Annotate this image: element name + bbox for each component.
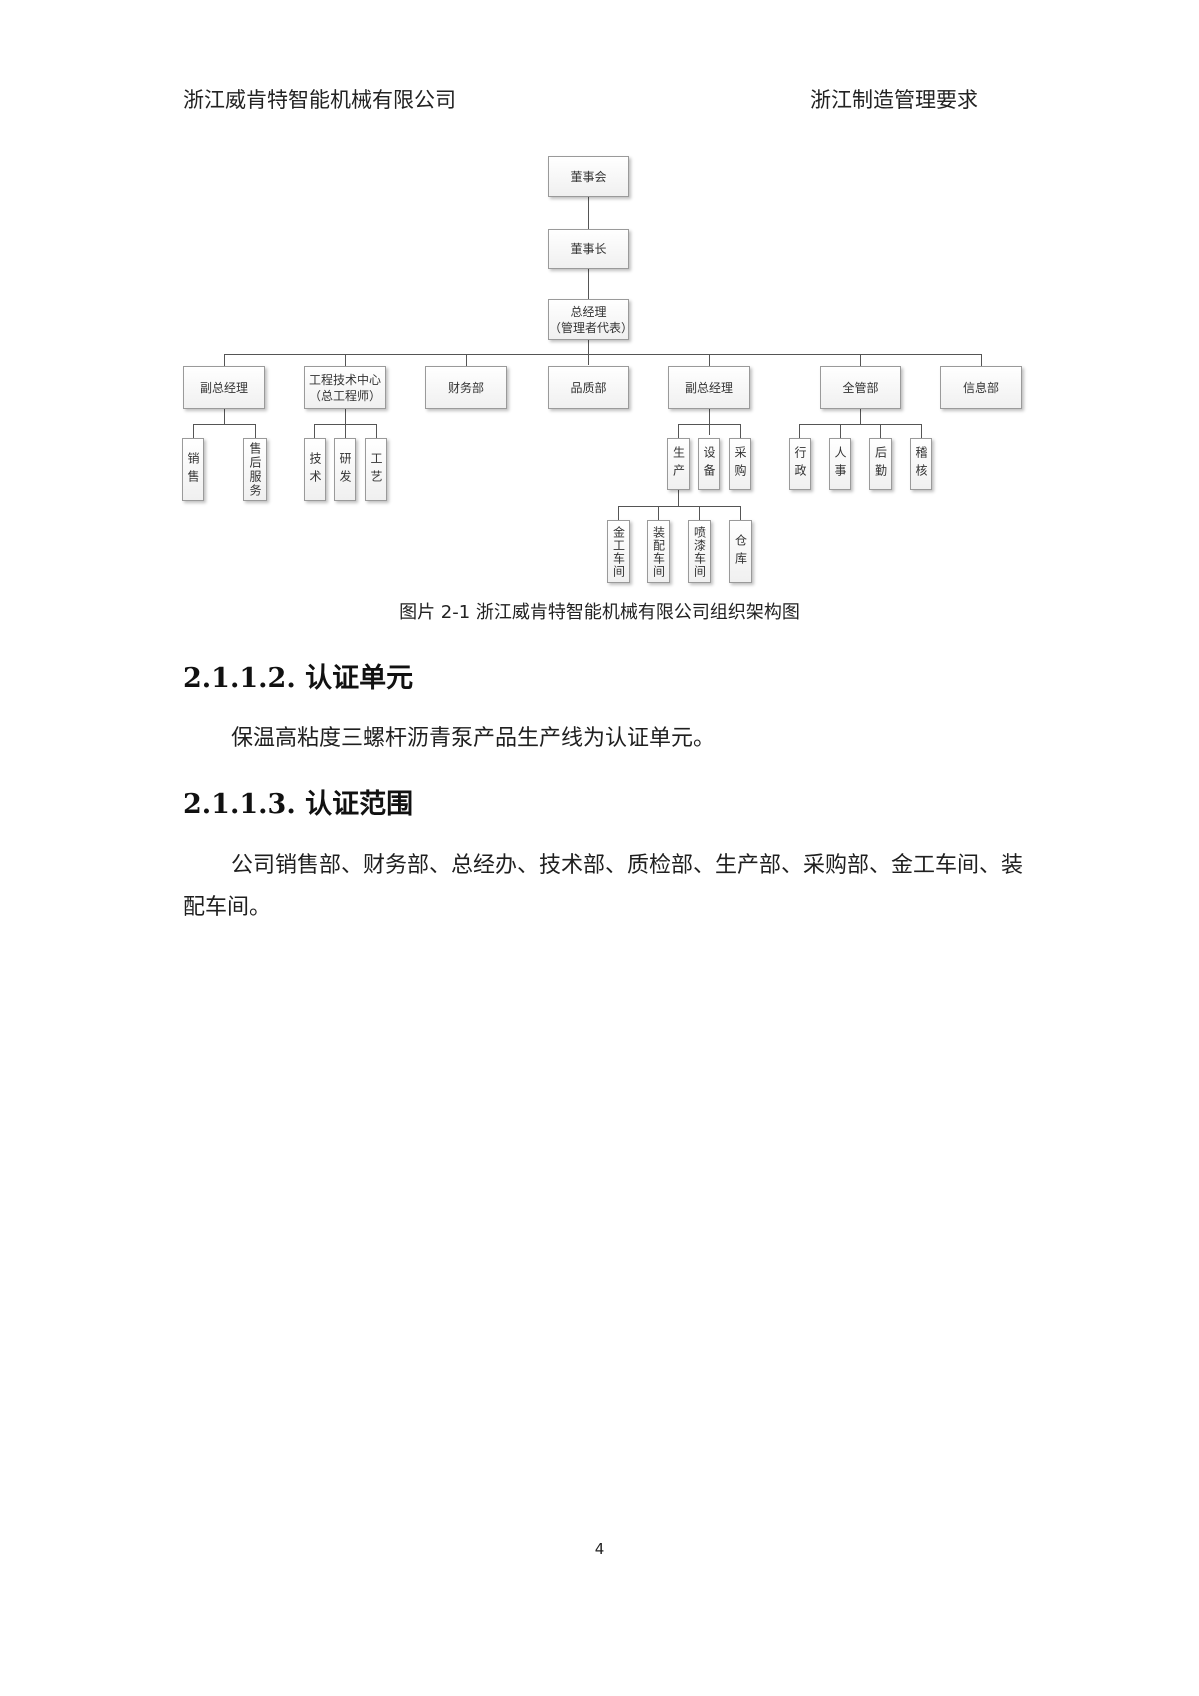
org-box-hr: 人事 <box>829 438 851 490</box>
section-heading-cert-unit: 2.1.1.2. 认证单元 <box>183 663 414 694</box>
org-box-board: 董事会 <box>548 156 629 197</box>
org-line <box>740 424 741 438</box>
org-label: 仓库 <box>733 533 748 570</box>
org-line <box>740 506 741 520</box>
org-label: 售后服务 <box>248 441 262 498</box>
org-box-general-manager: 总经理 （管理者代表） <box>548 299 634 340</box>
org-box-assembly-workshop: 装配车间 <box>647 520 670 583</box>
org-label: 工艺 <box>369 451 383 488</box>
org-label: 品质部 <box>570 380 607 395</box>
org-line <box>588 269 589 299</box>
org-label: 总经理 <box>570 304 607 319</box>
org-box-audit: 稽核 <box>910 438 932 490</box>
org-label: 董事长 <box>570 242 607 256</box>
section-body-cert-unit: 保温高粘度三螺杆沥青泵产品生产线为认证单元。 <box>231 726 716 751</box>
org-line <box>345 354 346 366</box>
org-label: 研发 <box>338 451 352 488</box>
org-label: 喷漆车间 <box>692 525 707 578</box>
org-label: 人事 <box>833 446 847 482</box>
org-label: 采购 <box>733 446 747 482</box>
org-box-finance: 财务部 <box>425 366 507 409</box>
org-box-admin: 行政 <box>789 438 811 490</box>
org-label: 稽核 <box>914 446 928 482</box>
org-line <box>860 409 861 424</box>
org-line <box>678 424 740 425</box>
org-line <box>224 354 982 355</box>
org-label: 工程技术中心 <box>308 372 381 387</box>
org-label: 董事会 <box>570 169 607 184</box>
org-label: 装配车间 <box>651 525 666 578</box>
org-label: （管理者代表） <box>549 320 634 335</box>
page-number: 4 <box>594 1540 605 1558</box>
section-heading-cert-scope: 2.1.1.3. 认证范围 <box>183 789 414 820</box>
org-label: 设备 <box>702 446 716 482</box>
org-box-purchase: 采购 <box>729 438 751 490</box>
org-line <box>345 409 346 424</box>
org-box-info-dept: 信息部 <box>940 366 1022 409</box>
org-line <box>193 424 194 438</box>
org-label: 行政 <box>793 446 807 482</box>
org-label: 副总经理 <box>199 380 248 395</box>
org-box-rnd: 研发 <box>334 438 356 501</box>
org-line <box>799 424 921 425</box>
section-body-cert-scope: 公司销售部、财务部、总经办、技术部、质检部、生产部、采购部、金工车间、装配车间。 <box>183 853 1024 920</box>
org-box-tech: 技术 <box>304 438 326 501</box>
org-box-paint-workshop: 喷漆车间 <box>688 520 711 583</box>
org-label: 金工车间 <box>611 525 626 578</box>
org-line <box>658 506 659 520</box>
org-line <box>799 424 800 438</box>
org-line <box>588 340 589 365</box>
figure-caption: 图片 2-1 浙江威肯特智能机械有限公司组织架构图 <box>399 602 800 623</box>
org-box-vp1: 副总经理 <box>183 366 265 409</box>
org-line <box>224 409 225 424</box>
org-box-sales: 销售 <box>182 438 204 501</box>
org-box-logistics: 后勤 <box>869 438 892 490</box>
org-label: 技术 <box>308 451 322 488</box>
org-box-equipment: 设备 <box>698 438 720 490</box>
org-box-aftersales: 售后服务 <box>243 438 267 501</box>
org-line <box>709 354 710 366</box>
header-doc-title: 浙江制造管理要求 <box>810 88 978 112</box>
org-box-production: 生产 <box>667 438 690 490</box>
org-line <box>466 354 467 366</box>
org-label: 副总经理 <box>684 380 733 395</box>
org-line <box>921 424 922 438</box>
org-line <box>840 424 841 438</box>
org-line <box>860 354 861 366</box>
org-line <box>880 424 881 438</box>
org-box-warehouse: 仓库 <box>729 520 752 583</box>
org-line <box>981 354 982 366</box>
org-line <box>345 424 346 438</box>
org-box-chairman: 董事长 <box>548 229 629 269</box>
org-line <box>376 424 377 438</box>
org-line <box>588 197 589 229</box>
org-line <box>618 506 740 507</box>
org-label: 财务部 <box>447 380 484 395</box>
org-line <box>314 424 315 438</box>
org-line <box>709 409 710 435</box>
org-label: 后勤 <box>873 446 888 482</box>
org-line <box>224 354 225 366</box>
org-box-vp2: 副总经理 <box>668 366 750 409</box>
org-label: 全管部 <box>842 380 879 395</box>
org-box-engineering-center: 工程技术中心 （总工程师） <box>304 366 386 409</box>
org-label: 信息部 <box>962 380 999 395</box>
org-box-quality: 品质部 <box>548 366 629 409</box>
org-line <box>678 490 679 507</box>
org-line <box>618 506 619 520</box>
org-chart: 董事会 董事长 总经理 （管理者代表） 副总经理 工程技术中心 （总工程师） 财… <box>0 0 1199 600</box>
org-line <box>255 424 256 438</box>
org-label: （总工程师） <box>308 388 381 403</box>
org-box-process: 工艺 <box>365 438 387 501</box>
header-company: 浙江威肯特智能机械有限公司 <box>183 88 456 112</box>
org-box-metal-workshop: 金工车间 <box>607 520 630 583</box>
org-line <box>678 424 679 438</box>
org-line <box>193 424 256 425</box>
org-box-general-dept: 全管部 <box>820 366 901 409</box>
org-label: 生产 <box>671 446 686 482</box>
org-line <box>699 506 700 520</box>
org-label: 销售 <box>186 451 200 488</box>
